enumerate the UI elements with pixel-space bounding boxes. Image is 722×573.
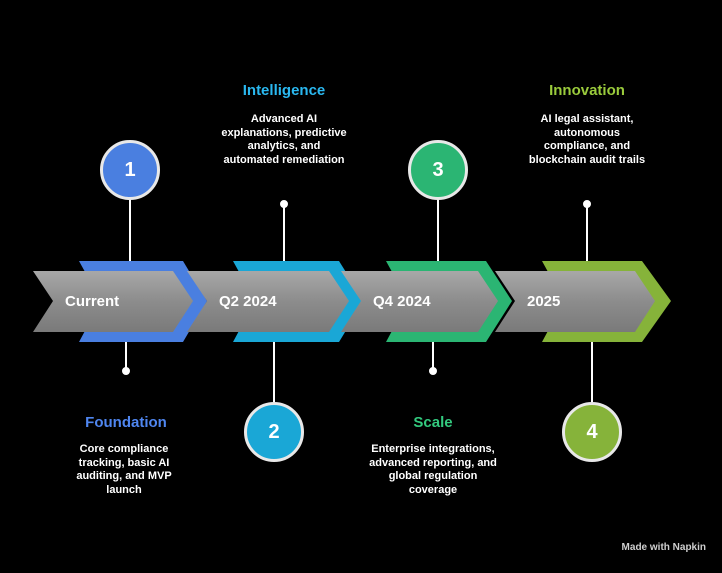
phase-1-description: Core compliance tracking, basic AI audit… [76,443,172,496]
watermark-text: Made with Napkin [621,542,706,553]
phase-3-description: Enterprise integrations, advanced report… [369,443,497,496]
chevron-3 [341,271,498,332]
connectors [122,198,593,404]
period-label-q2-2024: Q2 2024 [219,293,277,310]
chevron-1 [33,271,193,332]
phase-1-badge: 1 [100,140,160,200]
connector-dot-5 [122,367,130,375]
connector-dot-7 [429,367,437,375]
phase-2-description: Advanced AI explanations, predictive ana… [221,113,347,166]
chevron-2 [187,271,349,332]
phase-4-description: AI legal assistant, autonomous complianc… [528,113,646,166]
phase-4-title: Innovation [549,82,625,99]
connector-dot-4 [583,200,591,208]
period-label-2025: 2025 [527,293,561,310]
phase-1-title: Foundation [85,414,167,431]
period-label-q4-2024: Q4 2024 [373,293,431,310]
phase-2-title: Intelligence [242,82,326,99]
period-label-current: Current [65,293,120,310]
chevron-4 [495,271,655,332]
phase-3-title: Scale [413,414,453,431]
phase-4-badge: 4 [562,402,622,462]
phase-3-badge: 3 [408,140,468,200]
phase-2-badge: 2 [244,402,304,462]
connector-dot-2 [280,200,288,208]
